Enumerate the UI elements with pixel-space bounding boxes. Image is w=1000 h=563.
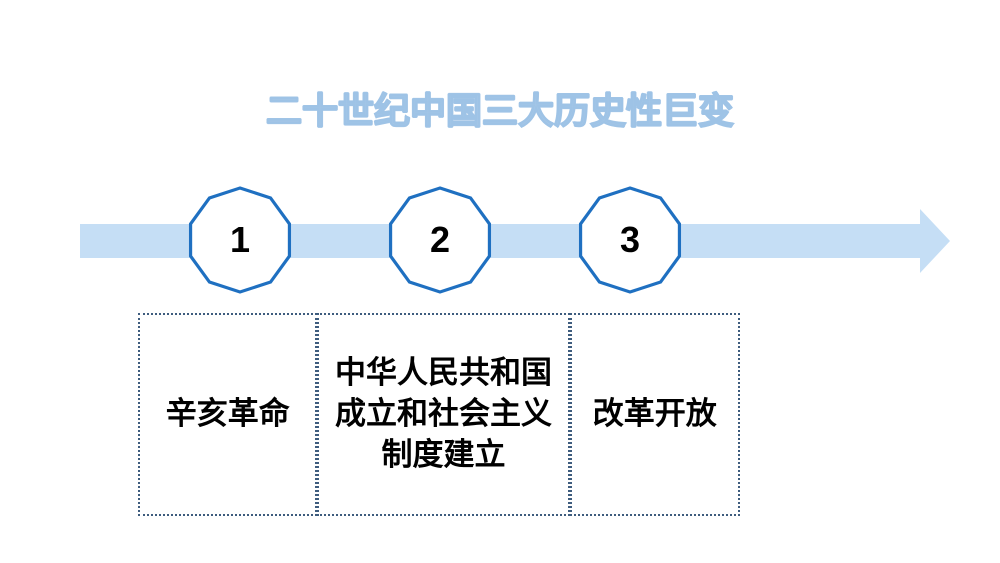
timeline-node-3-label: 3 [619,219,641,260]
caption-box-2[interactable]: 中华人民共和国成立和社会主义制度建立 [317,313,570,516]
caption-box-1[interactable]: 辛亥革命 [138,313,318,516]
caption-box-1-text: 辛亥革命 [165,396,290,433]
caption-box-row: 辛亥革命 中华人民共和国成立和社会主义制度建立 改革开放 [138,313,740,516]
timeline-node-1[interactable]: 1 [184,184,296,296]
timeline-node-1-label: 1 [229,219,251,260]
caption-box-3-text: 改革开放 [592,396,717,433]
timeline-node-2[interactable]: 2 [384,184,496,296]
caption-box-2-text: 中华人民共和国成立和社会主义制度建立 [334,354,552,474]
caption-box-3[interactable]: 改革开放 [569,313,740,516]
page-title: 二十世纪中国三大历史性巨变 [0,90,1000,134]
timeline-arrow [80,209,950,273]
page-title-text: 二十世纪中国三大历史性巨变 [265,90,734,132]
timeline-node-3[interactable]: 3 [574,184,686,296]
timeline-arrow-shape [80,209,950,273]
decagon-icon [188,186,292,294]
decagon-icon [578,186,682,294]
timeline-node-2-label: 2 [429,219,451,260]
decagon-icon [388,186,492,294]
